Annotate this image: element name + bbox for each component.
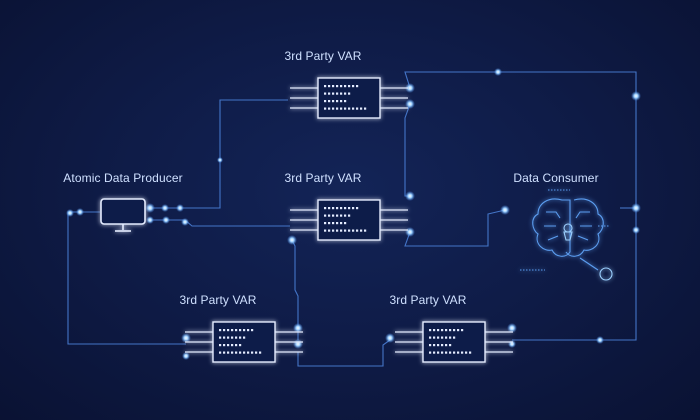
var-bottom-right-chip xyxy=(395,321,513,363)
glow-dots xyxy=(66,68,641,360)
wire-top-var-to-middle-var xyxy=(404,103,411,197)
var-top-label: 3rd Party VAR xyxy=(284,49,362,63)
monitor-icon xyxy=(100,198,146,232)
wire-middle-var-to-consumer xyxy=(404,209,506,247)
wire-producer-to-top-var xyxy=(150,99,288,209)
chips-layer xyxy=(185,77,513,363)
var-bottom-left-chip xyxy=(185,321,303,363)
wire-bottom-left-to-bottom-right xyxy=(297,339,391,367)
producer-label: Atomic Data Producer xyxy=(63,171,183,185)
var-top-chip xyxy=(290,77,408,119)
var-middle-label: 3rd Party VAR xyxy=(284,171,362,185)
var-bottom-left-label: 3rd Party VAR xyxy=(179,293,257,307)
brain-circuit-icon xyxy=(520,189,613,281)
wire-producer-to-middle-var xyxy=(150,219,290,227)
var-bottom-right-label: 3rd Party VAR xyxy=(389,293,467,307)
consumer-label: Data Consumer xyxy=(513,171,599,185)
var-middle-chip xyxy=(290,199,408,241)
